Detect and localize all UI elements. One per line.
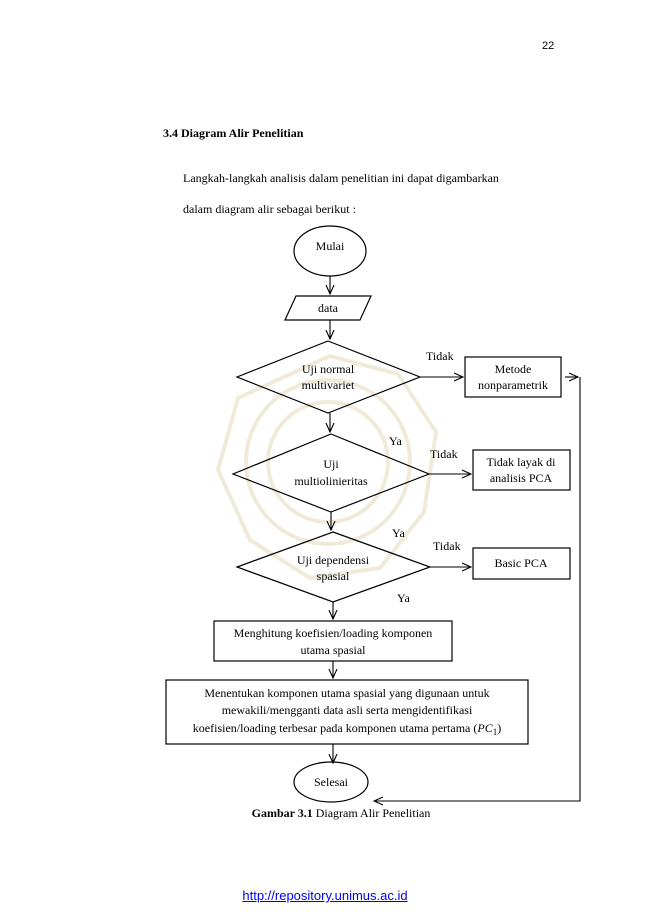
- decision-normality-line-2: multivariet: [302, 378, 355, 392]
- basic-pca-box: [472, 547, 571, 580]
- data-input: [284, 295, 372, 321]
- decision-multicollinearity-line-2: multiolinieritas: [294, 474, 368, 488]
- process-compute-line-1: Menghitung koefisien/loading komponen: [234, 626, 433, 640]
- page-number: 22: [542, 40, 555, 52]
- nonparametric-box: [464, 356, 562, 398]
- paragraph-line-2: dalam diagram alir sebagai berikut :: [183, 202, 356, 216]
- decision-normality-line-1: Uji normal: [302, 362, 355, 376]
- label-no-1: Tidak: [426, 349, 454, 363]
- label-yes-2: Ya: [392, 526, 405, 540]
- basic-pca-label: Basic PCA: [494, 556, 547, 570]
- process-determine-line-2: mewakili/mengganti data asli serta mengi…: [222, 703, 473, 717]
- label-no-2: Tidak: [430, 447, 458, 461]
- data-input-label: data: [318, 301, 339, 315]
- label-no-3: Tidak: [433, 539, 461, 553]
- figure-caption-label: Gambar 3.1: [251, 806, 313, 820]
- figure-caption: Gambar 3.1 Diagram Alir Penelitian: [0, 806, 650, 821]
- not-feasible-box: [472, 449, 571, 491]
- figure-caption-text: Diagram Alir Penelitian: [315, 806, 431, 820]
- end-terminal: [293, 761, 369, 803]
- label-yes-1: Ya: [389, 434, 402, 448]
- process-compute-line-2: utama spasial: [301, 643, 367, 657]
- not-feasible-line-1: Tidak layak di: [487, 455, 557, 469]
- repository-link[interactable]: http://repository.unimus.ac.id: [242, 888, 408, 903]
- start-label: Mulai: [316, 239, 345, 253]
- paragraph-line-1: Langkah-langkah analisis dalam penelitia…: [183, 171, 499, 185]
- not-feasible-line-2: analisis PCA: [490, 471, 553, 485]
- process-determine-components: [165, 679, 529, 745]
- nonparametric-line-2: nonparametrik: [478, 378, 548, 392]
- section-heading: 3.4 Diagram Alir Penelitian: [163, 126, 304, 140]
- process-determine-line-1: Menentukan komponen utama spasial yang d…: [204, 686, 489, 700]
- process-determine-line-3: koefisien/loading terbesar pada komponen…: [193, 721, 501, 737]
- decision-spatial-line-2: spasial: [317, 569, 350, 583]
- decision-spatial-line-1: Uji dependensi: [297, 553, 370, 567]
- end-label: Selesai: [314, 775, 349, 789]
- nonparametric-line-1: Metode: [495, 362, 532, 376]
- decision-multicollinearity-line-1: Uji: [323, 457, 339, 471]
- label-yes-3: Ya: [397, 591, 410, 605]
- decision-normality: [235, 340, 422, 414]
